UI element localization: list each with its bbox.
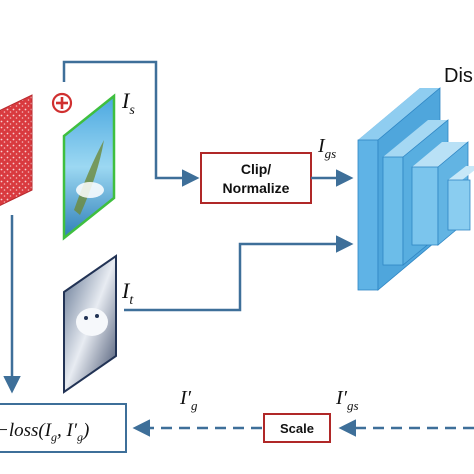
g-prime-label: I′g — [179, 387, 198, 413]
source-image — [62, 93, 116, 241]
loss-box: −loss(Ig, I′g) — [0, 403, 127, 453]
clip-label-line1: Clip/ — [241, 161, 271, 177]
gs-prime-label: I′gs — [335, 387, 359, 413]
source-to-clip-arrow — [62, 60, 200, 187]
target-to-disc-arrow — [124, 235, 354, 312]
clip-normalize-box: Clip/ Normalize — [200, 152, 312, 204]
discriminator-network — [357, 87, 474, 291]
clip-label-line2: Normalize — [223, 180, 290, 196]
scale-label: Scale — [280, 421, 314, 436]
noise-image — [0, 94, 33, 206]
plus-circle-icon — [51, 92, 73, 114]
target-image — [63, 254, 117, 394]
target-image-label: It — [121, 278, 134, 308]
loss-expression: −loss(Ig, I′g) — [0, 420, 89, 444]
source-image-label: Is — [121, 88, 135, 118]
gs-label: Igs — [317, 135, 336, 161]
discriminator-title: Dis — [444, 65, 473, 87]
scale-box: Scale — [263, 413, 331, 443]
